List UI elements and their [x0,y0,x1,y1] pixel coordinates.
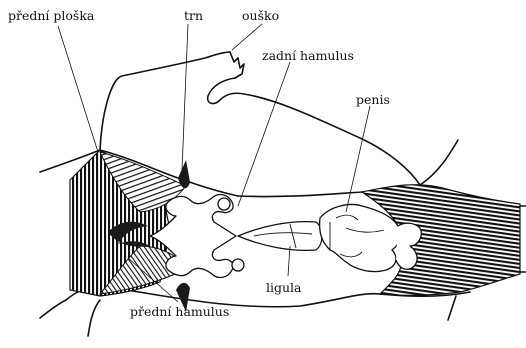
upper-outline [100,52,458,185]
right-edge [520,206,526,272]
label-predni-ploska: přední ploška [8,8,95,23]
label-penis: penis [356,92,390,107]
label-zadni-hamulus: zadní hamulus [262,48,354,63]
label-trn: trn [184,8,203,23]
label-ousko: ouško [242,8,279,23]
label-ligula: ligula [266,280,302,295]
lobe-lower [232,259,244,271]
lobe-upper [218,198,230,210]
ligula-shape [238,222,322,251]
label-predni-hamulus: přední hamulus [130,304,229,319]
penis-lobes [320,205,401,272]
